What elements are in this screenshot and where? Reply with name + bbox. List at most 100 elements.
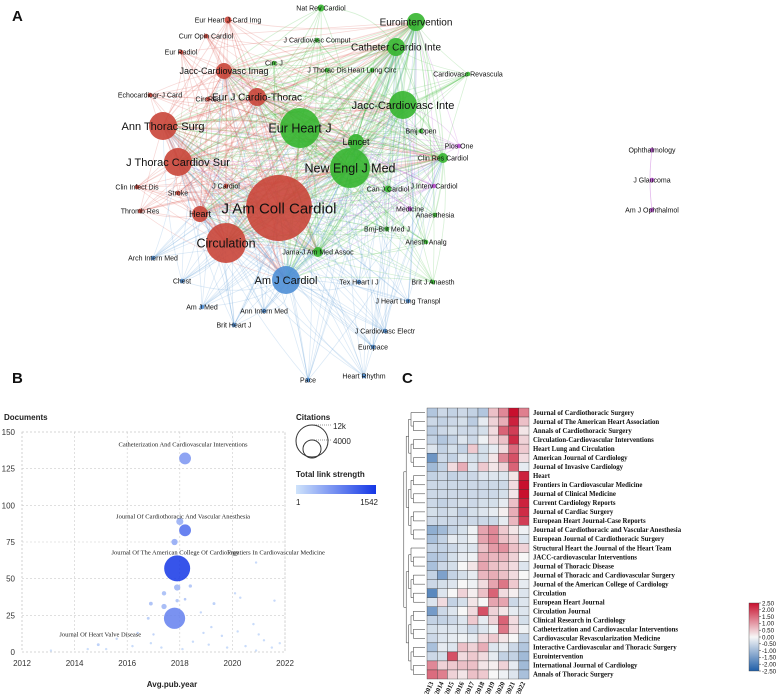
heatmap-cell-r5-c5 [477, 452, 489, 463]
heatmap-cells [426, 407, 530, 680]
heatmap-cell-r14-c2 [447, 534, 458, 544]
heatmap-cell-r5-c3 [457, 452, 468, 463]
heatmap-cell-r27-c3 [457, 651, 468, 662]
heatmap-cell-r9-c5 [477, 489, 489, 499]
scatter-point-10 [175, 598, 179, 603]
scatter-label-journal-of-the-american-college-of-cardiology: Journal Of The American College Of Cardi… [112, 549, 240, 556]
network-edge-367 [387, 46, 397, 190]
heatmap-cell-r27-c4 [467, 651, 479, 662]
heatmap-cell-r15-c6 [488, 543, 499, 553]
heatmap-cell-r21-c0 [426, 597, 438, 607]
network-edge-177 [177, 19, 229, 163]
network-edge-249 [223, 69, 328, 78]
network-node-heart [192, 206, 208, 222]
network-edge-504 [395, 46, 414, 302]
network-node-j-glaucoma [649, 177, 655, 183]
network-edge-503 [407, 21, 417, 302]
scatter-labels: Catheterization And Cardiovascular Inter… [59, 441, 325, 638]
scatter-point-19 [252, 622, 255, 626]
heatmap-cell-r18-c3 [457, 570, 468, 580]
heatmap-cell-r23-c4 [467, 615, 479, 625]
heatmap-cell-r17-c3 [457, 561, 468, 571]
heatmap-col-label-2022: 2022 [515, 680, 527, 694]
heatmap-cell-r1-c8 [508, 416, 519, 427]
heatmap-cell-r23-c0 [426, 615, 438, 625]
network-edge-391 [139, 46, 397, 212]
network-edge-387 [139, 104, 404, 212]
heatmap-row-label-european-heart-journal-case-reports: European Heart Journal-Case Reports [533, 518, 646, 525]
heatmap-cell-r19-c9 [518, 579, 530, 589]
heatmap-cell-r20-c2 [447, 588, 458, 598]
network-edge-454 [181, 127, 301, 282]
heatmap-cell-r26-c9 [518, 642, 530, 653]
network-edge-378 [415, 21, 435, 187]
heatmap-cell-r0-c3 [457, 407, 468, 418]
network-node-eur-j-cardio-thorac [248, 88, 266, 106]
heatmap-cell-r23-c3 [457, 615, 468, 625]
network-edge-319 [256, 96, 460, 147]
network-edge-445 [395, 46, 427, 243]
heatmap-cell-r10-c8 [508, 498, 519, 508]
network-edge-100 [177, 46, 397, 163]
heatmap-cell-r5-c0 [426, 452, 438, 463]
scatter-point-12 [233, 592, 237, 595]
colorbar-tick-6: -0.50 [762, 641, 777, 648]
heatmap-cell-r13-c6 [488, 525, 499, 535]
network-edge-142 [162, 125, 357, 143]
heatmap-row-label-annals-of-thoracic-surgery: Annals of Thoracic Surgery [533, 672, 614, 679]
dendrogram-branch-22 [410, 615, 414, 635]
network-edge-349 [177, 141, 357, 194]
heatmap-cell-r14-c9 [518, 534, 530, 544]
heatmap-cell-r20-c5 [477, 588, 489, 598]
dendrogram-branch-8 [410, 480, 414, 499]
x-tick-2020: 2020 [224, 659, 242, 668]
network-edge-506 [407, 157, 444, 302]
scatter-point-15 [199, 611, 203, 614]
network-edge-488 [201, 167, 351, 308]
color-legend-min: 1 [296, 498, 301, 507]
network-edge-417 [385, 104, 404, 230]
heatmap-cell-r17-c6 [488, 561, 499, 571]
network-edge-259 [285, 69, 373, 281]
heatmap-cell-r23-c1 [437, 615, 448, 625]
network-edge-133 [199, 104, 404, 215]
heatmap-cell-r25-c9 [518, 633, 530, 644]
heatmap-cell-r25-c4 [467, 633, 479, 644]
heatmap-cell-r14-c7 [498, 534, 509, 544]
scatter-point-8 [183, 597, 187, 601]
network-edge-534 [299, 127, 386, 332]
heatmap-cell-r16-c8 [508, 552, 519, 562]
dendrogram-branch-2 [413, 439, 425, 449]
network-edge-294 [207, 21, 417, 100]
heatmap-cell-r11-c0 [426, 507, 438, 517]
network-edge-381 [199, 185, 435, 215]
heatmap-cell-r3-c8 [508, 434, 519, 445]
network-edge-447 [223, 70, 427, 243]
scatter-point-9 [212, 602, 216, 606]
heatmap-cell-r13-c1 [437, 525, 448, 535]
network-label-circres: CircRes [196, 96, 221, 103]
heatmap-cell-r24-c1 [437, 624, 448, 635]
heatmap-cell-r12-c6 [488, 516, 499, 526]
heatmap-cell-r21-c2 [447, 597, 458, 607]
network-edge-272 [285, 73, 469, 281]
heatmap-cell-r28-c4 [467, 660, 479, 671]
heatmap-cell-r10-c3 [457, 498, 468, 508]
scatter-label-journal-of-heart-valve-disease: Journal Of Heart Valve Disease [59, 632, 141, 639]
heatmap-cell-r28-c7 [498, 660, 509, 671]
network-edge-485 [432, 157, 446, 283]
network-edge-148 [199, 141, 357, 215]
heatmap-cell-r28-c5 [477, 660, 489, 671]
heatmap-cell-r20-c7 [498, 588, 509, 598]
heatmap-cell-r2-c3 [457, 425, 468, 436]
network-label-ann-intern-med: Ann Intern Med [240, 308, 288, 315]
heatmap-cell-r6-c9 [518, 462, 530, 472]
network-node-clin-res-cardiol [438, 153, 448, 163]
dendrogram-branch-9 [413, 511, 425, 522]
network-edge-318 [415, 21, 460, 147]
network-edge-241 [273, 62, 319, 253]
scatter-point-18 [220, 634, 224, 638]
network-edge-327 [136, 167, 351, 188]
